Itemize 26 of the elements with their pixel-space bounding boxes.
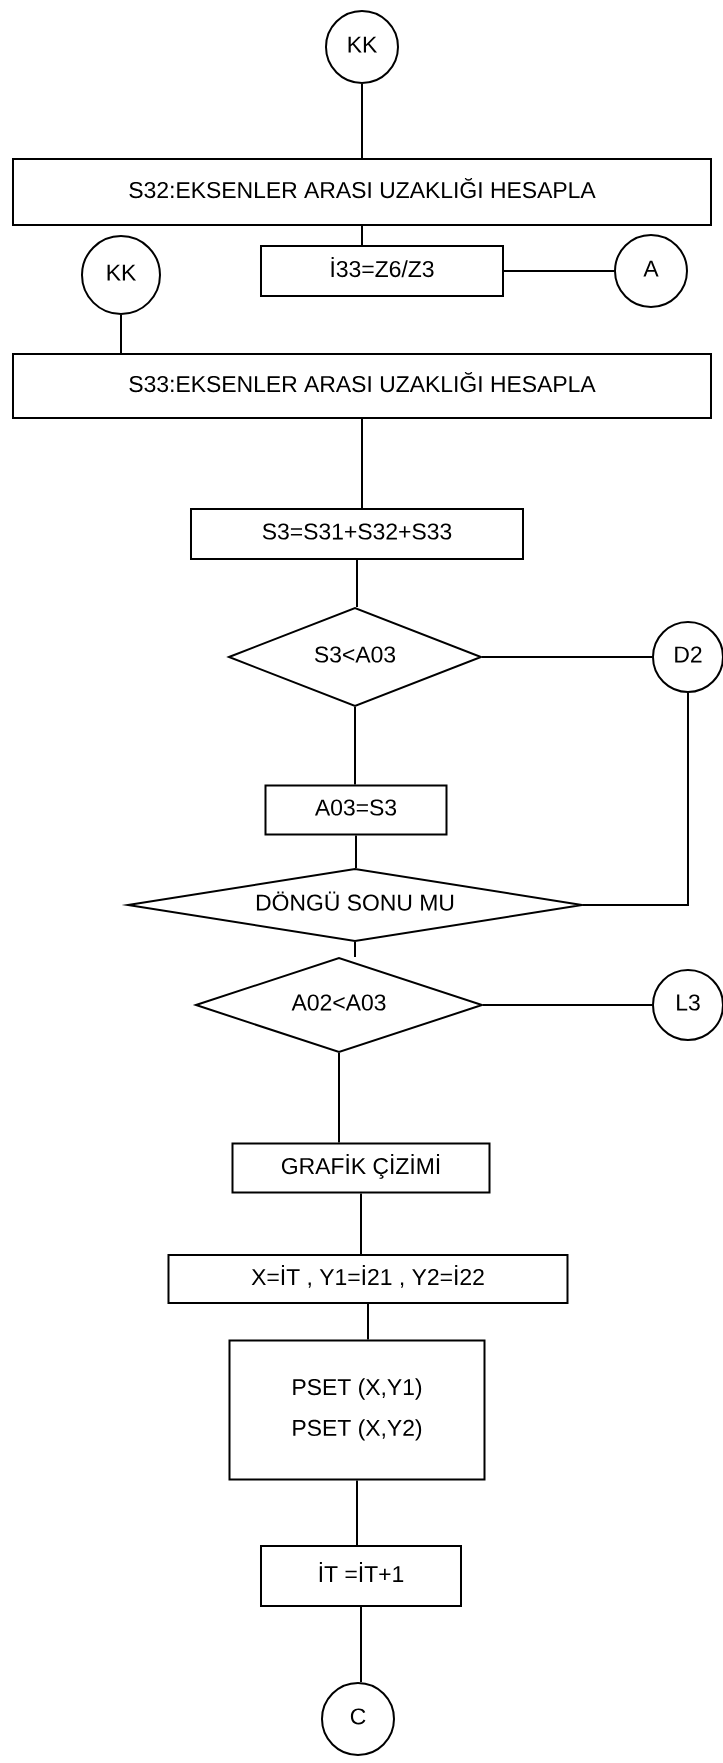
connector-line (503, 270, 615, 272)
connector-line (367, 1303, 369, 1341)
process-box: PSET (X,Y1) PSET (X,Y2) (228, 1339, 486, 1481)
connector-line (354, 941, 356, 958)
process-box: X=İT , Y1=İ21 , Y2=İ22 (167, 1254, 569, 1304)
connector-line (481, 656, 653, 658)
connector-line (355, 834, 357, 869)
connector-line (360, 1606, 362, 1683)
connector-line (360, 1192, 362, 1255)
process-box: S3=S31+S32+S33 (190, 508, 524, 560)
connector-line (361, 225, 363, 246)
process-box: İ33=Z6/Z3 (260, 245, 504, 297)
process-box: İT =İT+1 (260, 1545, 462, 1607)
connector-line (356, 559, 358, 608)
connector-line (120, 314, 122, 354)
connector-line (361, 83, 363, 159)
process-box: S32:EKSENLER ARASI UZAKLIĞI HESAPLA (12, 158, 712, 226)
process-box: GRAFİK ÇİZİMİ (231, 1142, 491, 1194)
process-box: A03=S3 (264, 784, 448, 836)
connector-line (338, 1052, 340, 1144)
connector-line (482, 1004, 653, 1006)
connector-line (361, 418, 363, 509)
process-box: S33:EKSENLER ARASI UZAKLIĞI HESAPLA (12, 353, 712, 419)
connector-line (354, 706, 356, 786)
connector-line (582, 692, 689, 906)
connector-line (356, 1479, 358, 1546)
